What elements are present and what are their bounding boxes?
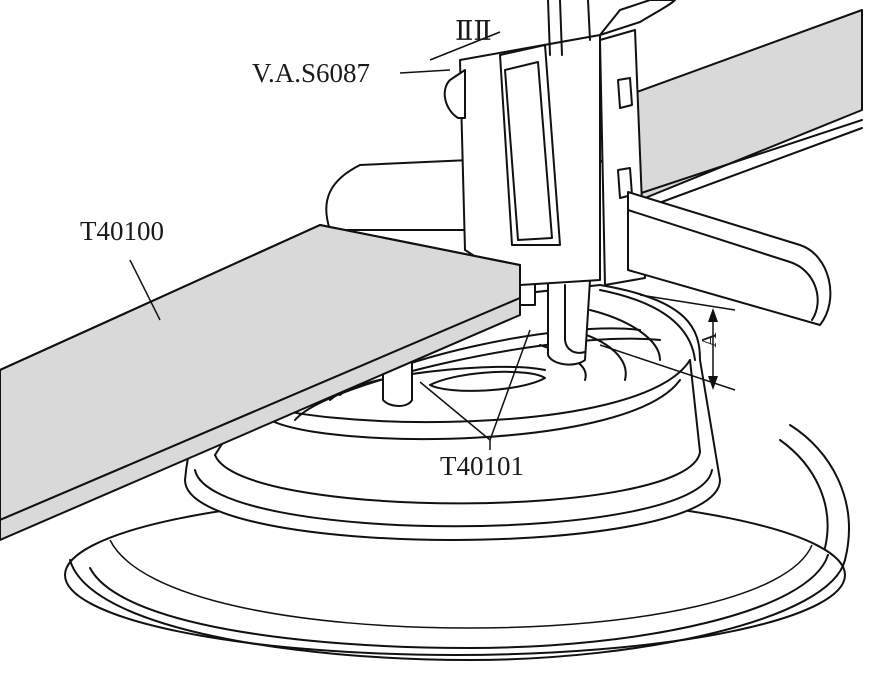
ruler-label: T40100 — [80, 216, 164, 246]
gauge-tick-marks: ⅡⅡ — [455, 16, 492, 46]
dimension-a: A — [599, 294, 736, 391]
leader-lines — [129, 31, 531, 450]
ruler-bar — [0, 224, 521, 541]
depth-gauge — [325, 0, 863, 326]
gauge-label: V.A.S6087 — [252, 58, 370, 88]
dimension-a-label: A — [697, 332, 721, 348]
base-disc — [64, 424, 850, 661]
spacer-label: T40101 — [440, 451, 524, 481]
